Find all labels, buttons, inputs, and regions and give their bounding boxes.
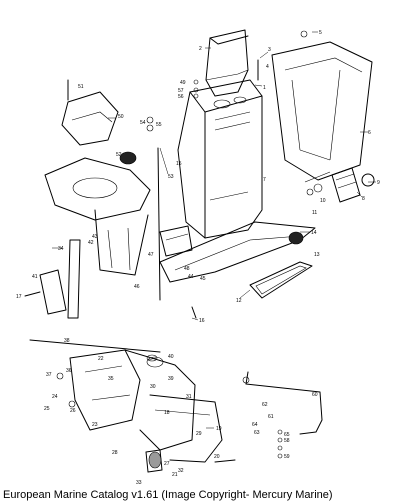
- leader-lines: [52, 31, 376, 429]
- swivel-bracket: [29, 339, 223, 473]
- callout-16: 16: [199, 318, 205, 324]
- callout-23: 23: [92, 422, 98, 428]
- callout-39: 39: [168, 376, 174, 382]
- callout-60: 60: [312, 392, 318, 398]
- exhaust-tube: [205, 29, 249, 97]
- callout-41: 41: [32, 274, 38, 280]
- callout-37: 37: [46, 372, 52, 378]
- callout-10: 10: [320, 198, 326, 204]
- callout-36: 36: [66, 368, 72, 374]
- callout-46: 46: [134, 284, 140, 290]
- callout-42: 42: [88, 240, 94, 246]
- callout-14: 14: [311, 230, 317, 236]
- callout-22: 22: [98, 356, 104, 362]
- callout-30: 30: [150, 384, 156, 390]
- callout-51: 51: [78, 84, 84, 90]
- callout-29: 29: [196, 431, 202, 437]
- callout-52: 52: [116, 152, 122, 158]
- callout-11: 11: [312, 210, 317, 216]
- callout-13: 13: [314, 252, 320, 258]
- adapter-plate: [44, 151, 151, 276]
- callout-2: 2: [199, 46, 202, 52]
- shift-shaft: [39, 147, 161, 319]
- callout-19: 19: [216, 426, 222, 432]
- callout-31: 31: [186, 394, 192, 400]
- callout-8: 8: [362, 196, 365, 202]
- callout-4: 4: [266, 64, 269, 70]
- callout-62: 62: [262, 402, 268, 408]
- cover-part: [61, 91, 119, 146]
- seal-ring: [249, 261, 313, 299]
- callout-18: 18: [164, 410, 170, 416]
- callout-34: 34: [58, 246, 64, 252]
- callout-61: 61: [268, 414, 274, 420]
- callout-7: 7: [263, 177, 266, 183]
- callout-57: 57: [178, 88, 184, 94]
- callout-43: 43: [92, 234, 98, 240]
- callout-53: 53: [168, 174, 174, 180]
- callout-17: 17: [16, 294, 22, 300]
- callout-6: 6: [368, 130, 371, 136]
- callout-44: 44: [188, 274, 194, 280]
- callout-26: 26: [70, 408, 76, 414]
- copyright-footer: European Marine Catalog v1.61 (Image Cop…: [3, 489, 333, 501]
- callout-21: 21: [172, 472, 178, 478]
- callout-3: 3: [268, 47, 271, 53]
- side-cowl: [271, 41, 373, 181]
- callout-28: 28: [112, 450, 118, 456]
- callout-40: 40: [168, 354, 174, 360]
- callout-32: 32: [178, 468, 184, 474]
- callout-20: 20: [214, 454, 220, 460]
- bracket: [159, 225, 193, 257]
- callout-33: 33: [136, 480, 142, 486]
- exploded-parts-diagram: 1 2 3 4 5 6 7 8 9 10 11 12 13 14 15 16 1…: [16, 29, 380, 486]
- callout-48: 48: [184, 266, 190, 272]
- fasteners: [24, 30, 308, 469]
- callout-labels: 1 2 3 4 5 6 7 8 9 10 11 12 13 14 15 16 1…: [16, 30, 380, 486]
- callout-9: 9: [377, 180, 380, 186]
- callout-54: 54: [140, 120, 146, 126]
- callout-35: 35: [108, 376, 114, 382]
- callout-5: 5: [319, 30, 322, 36]
- callout-50: 50: [118, 114, 124, 120]
- callout-38: 38: [64, 338, 70, 344]
- callout-63: 63: [254, 430, 260, 436]
- tilt-linkage: [242, 371, 323, 435]
- callout-15: 15: [176, 161, 182, 167]
- callout-45: 45: [200, 276, 206, 282]
- callout-47: 47: [148, 252, 154, 258]
- grommet: [288, 231, 304, 245]
- callout-56: 56: [178, 94, 184, 100]
- callout-49: 49: [180, 80, 186, 86]
- callout-65: 65: [284, 432, 290, 438]
- callout-12: 12: [236, 298, 242, 304]
- callout-58: 58: [284, 438, 290, 444]
- callout-59: 59: [284, 454, 290, 460]
- callout-1: 1: [263, 85, 266, 91]
- callout-27: 27: [164, 461, 170, 467]
- callout-64: 64: [252, 422, 258, 428]
- callout-24: 24: [52, 394, 58, 400]
- callout-55: 55: [156, 122, 162, 128]
- callout-25: 25: [44, 406, 50, 412]
